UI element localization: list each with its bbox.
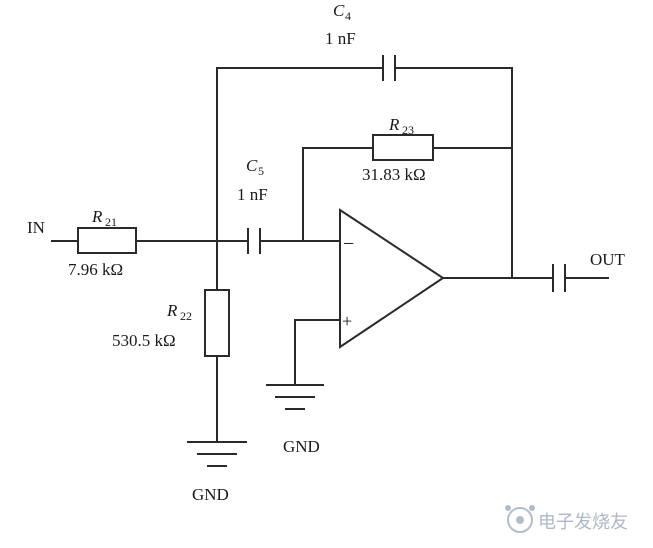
opamp-noninverting-sign: + <box>342 311 352 331</box>
wires <box>51 67 609 443</box>
r23-subscript: 23 <box>402 123 414 137</box>
gnd-label-left: GND <box>192 485 229 504</box>
r22-subscript: 22 <box>180 309 192 323</box>
opamp-triangle <box>339 208 445 349</box>
r22-designator: R <box>166 301 178 320</box>
r21-subscript: 21 <box>105 215 117 229</box>
r21-value: 7.96 kΩ <box>68 260 123 279</box>
c5-subscript: 5 <box>258 164 264 178</box>
c4-subscript: 4 <box>345 9 351 23</box>
output-label: OUT <box>590 250 626 269</box>
watermark-text: 电子发烧友 <box>538 512 628 533</box>
resistor-r23 <box>372 134 434 161</box>
capacitor-output <box>552 264 566 292</box>
capacitor-c5 <box>247 228 261 254</box>
r21-designator: R <box>91 207 103 226</box>
opamp-inverting-sign: − <box>343 233 354 255</box>
watermark-logo <box>505 505 535 533</box>
c4-designator: C <box>333 1 345 20</box>
resistor-r21 <box>77 227 137 254</box>
ground-symbol-left <box>187 441 247 467</box>
input-label: IN <box>27 218 45 237</box>
gnd-label-right: GND <box>283 437 320 456</box>
c4-value: 1 nF <box>325 29 356 48</box>
r23-value: 31.83 kΩ <box>362 165 426 184</box>
resistor-r22 <box>204 289 230 357</box>
r22-value: 530.5 kΩ <box>112 331 176 350</box>
ground-symbol-right <box>266 384 324 410</box>
c5-value: 1 nF <box>237 185 268 204</box>
capacitor-c4 <box>382 55 396 81</box>
r23-designator: R <box>388 115 400 134</box>
c5-designator: C <box>246 156 258 175</box>
